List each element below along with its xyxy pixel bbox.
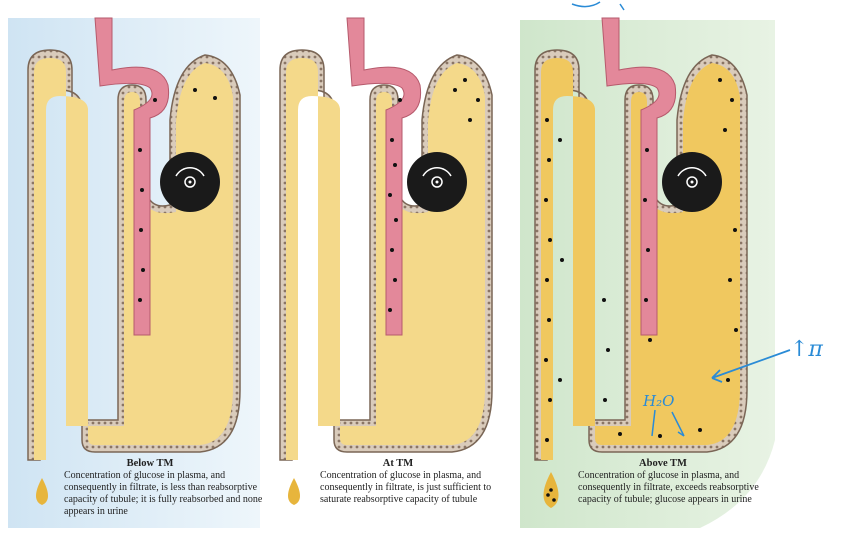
- blood-vessel: [94, 17, 170, 336]
- panel-title-above: Above TM: [639, 458, 687, 469]
- urine-drop-icon: [36, 478, 48, 505]
- blood-vessel: [601, 17, 677, 336]
- annotation-pi: ↑π: [790, 337, 823, 362]
- blood-vessel: [346, 17, 422, 336]
- top-scribble: [571, 1, 625, 11]
- nephron-below: [27, 17, 241, 505]
- annotation-arrow: [711, 349, 791, 383]
- water-arrows: [651, 409, 685, 437]
- urine-drop-icon: [288, 478, 300, 505]
- panel-title-below: Below TM: [126, 458, 174, 469]
- nephron-above: [534, 17, 748, 508]
- annotation-water: H₂O: [643, 392, 675, 410]
- nephron-at: [279, 17, 493, 505]
- panel-title-at: At TM: [382, 458, 414, 469]
- panel-caption-above: Concentration of glucose in plasma, and …: [578, 470, 759, 505]
- panel-caption-below: Concentration of glucose in plasma, and …: [64, 470, 263, 517]
- panel-caption-at: Concentration of glucose in plasma, and …: [320, 470, 492, 505]
